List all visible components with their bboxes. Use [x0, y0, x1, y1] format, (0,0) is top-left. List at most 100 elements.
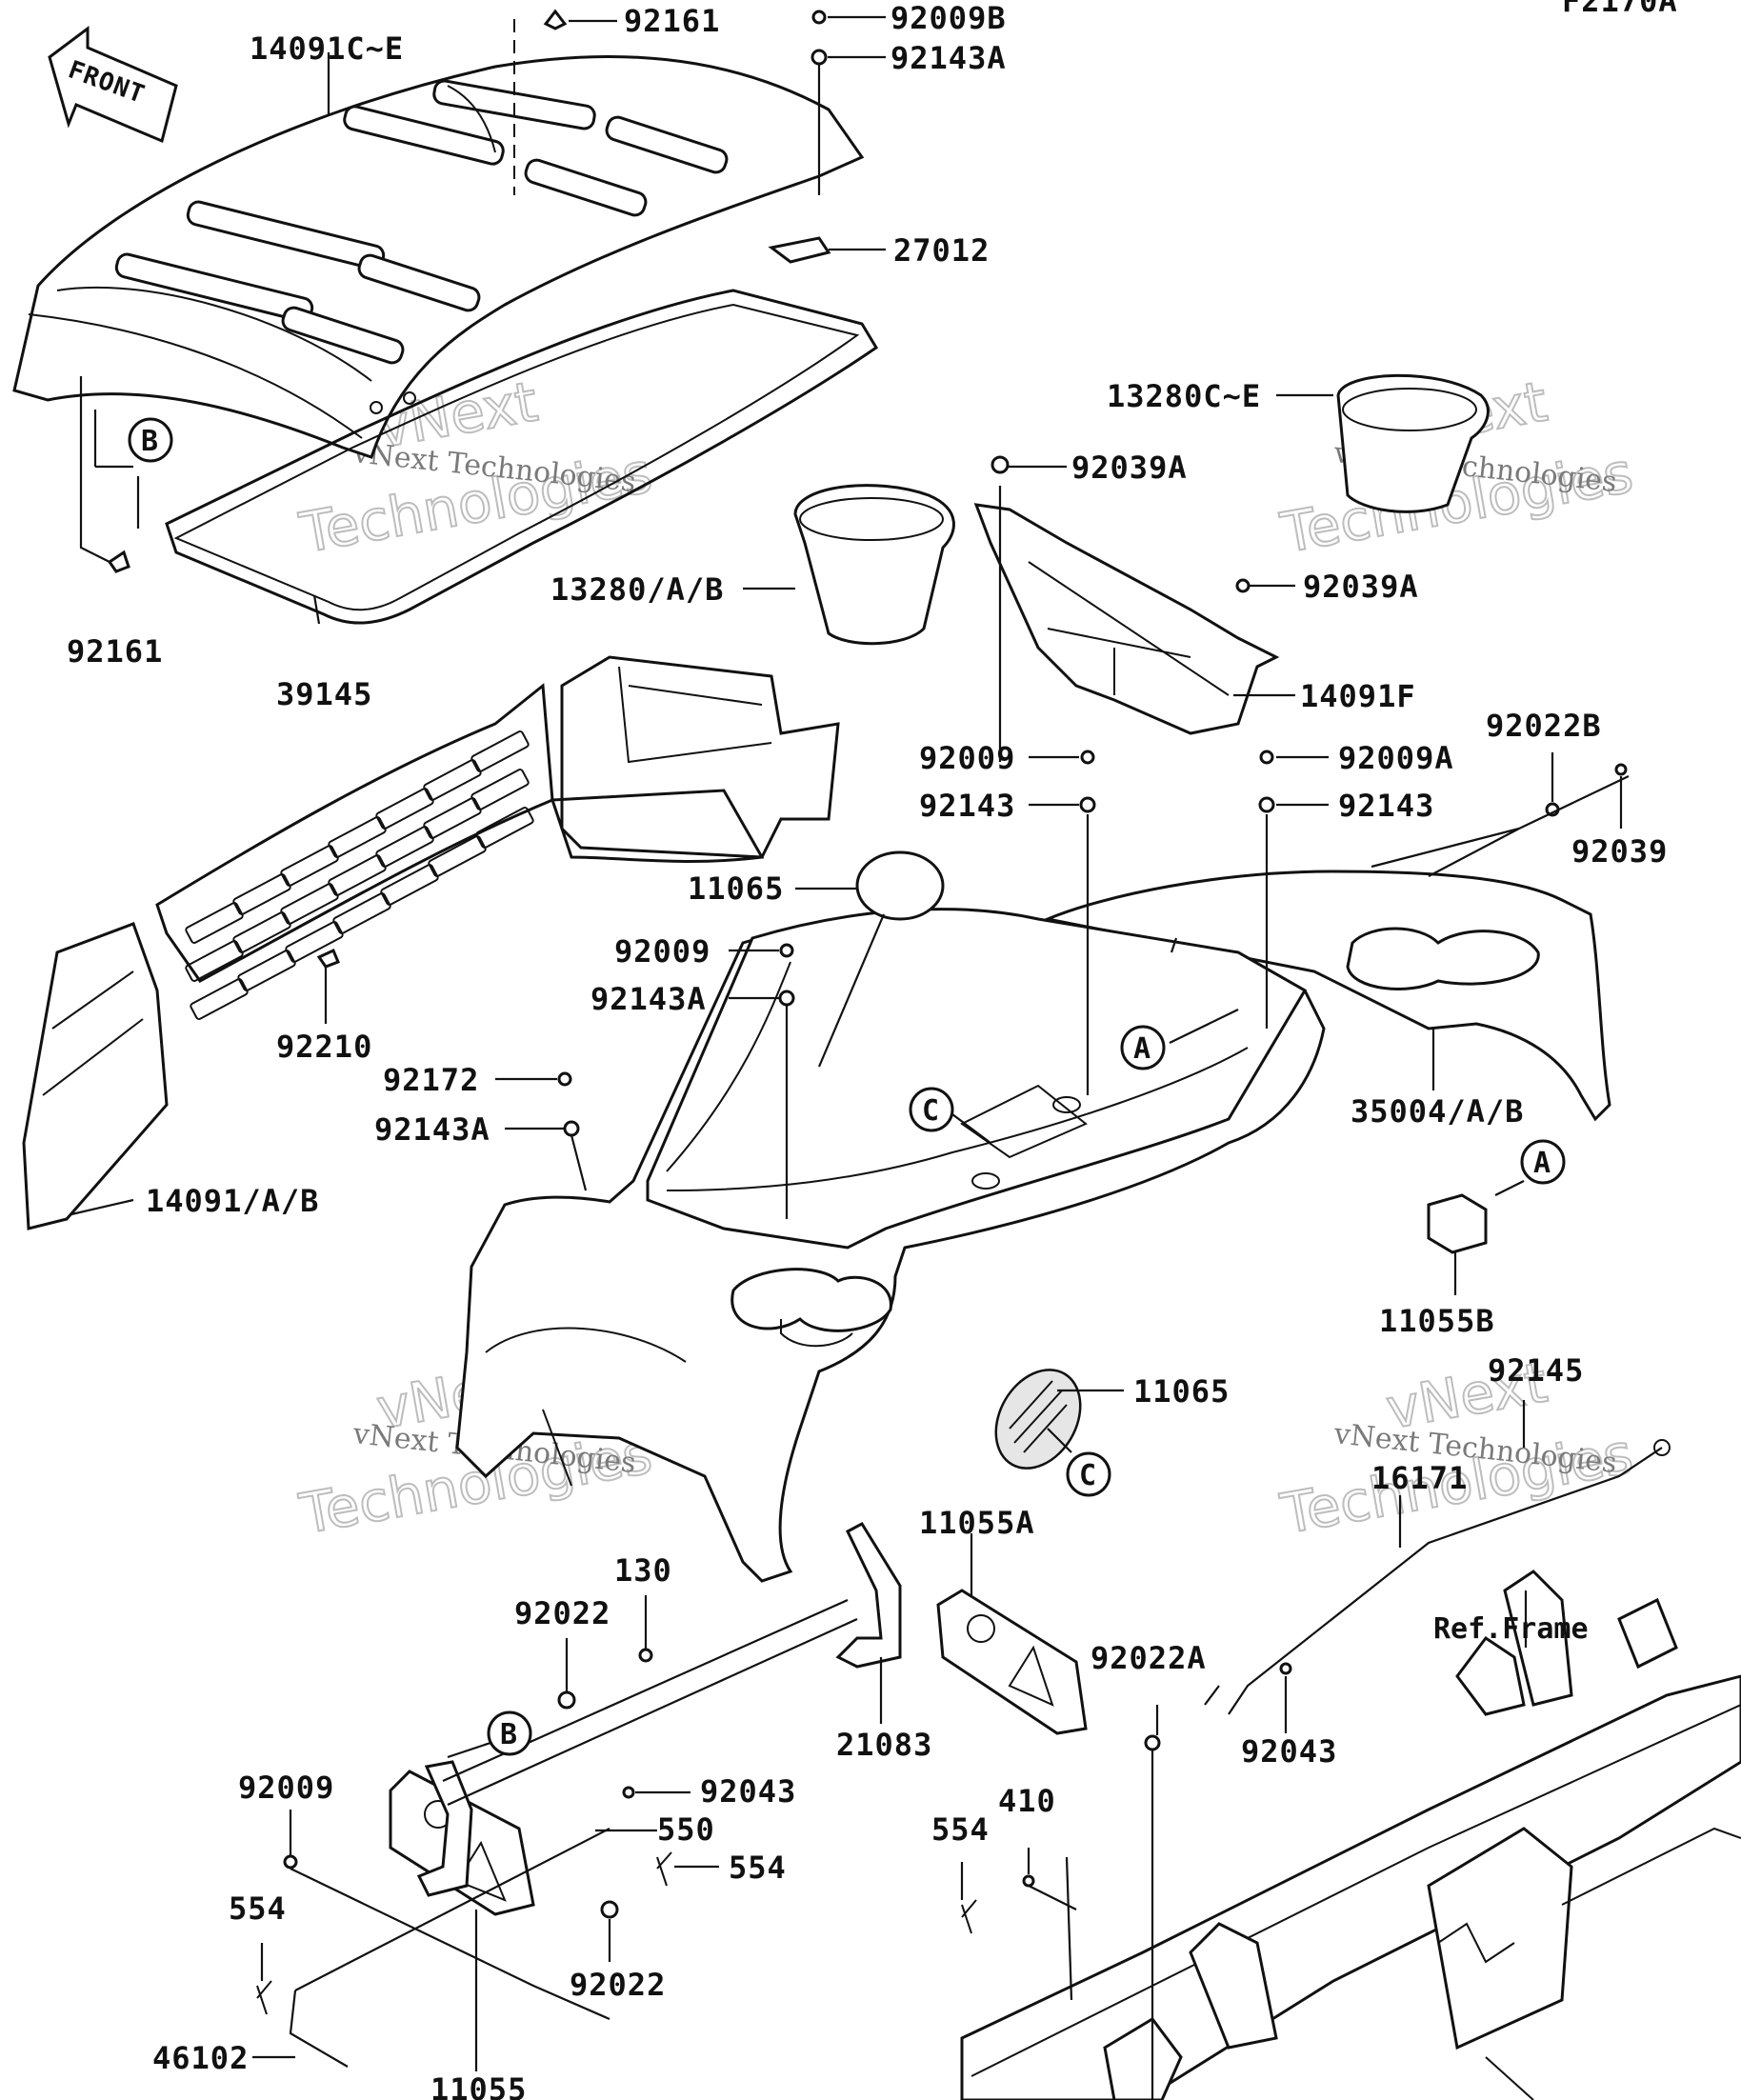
- label-130: 130: [614, 1552, 672, 1589]
- label-14091f: 14091F: [1300, 678, 1416, 714]
- label-92022b: 92022B: [1486, 708, 1602, 744]
- cotter-554-3-icon: [961, 1899, 977, 1934]
- front-panel-part: [22, 655, 840, 1230]
- label-92009b: 92009B: [891, 0, 1007, 36]
- label-46102: 46102: [152, 2040, 249, 2076]
- label-11055b: 11055B: [1379, 1303, 1495, 1339]
- label-ref-frame: Ref.Frame: [1433, 1612, 1589, 1646]
- svg-text:A: A: [1133, 1032, 1151, 1066]
- cotter-554-2-icon: [656, 1851, 672, 1887]
- label-92039a-1: 92039A: [1071, 450, 1188, 486]
- screw-130-icon: [638, 1648, 653, 1663]
- label-92022-1: 92022: [514, 1595, 610, 1631]
- label-14091c-e: 14091C~E: [250, 30, 404, 67]
- label-92145: 92145: [1488, 1352, 1584, 1389]
- figure-code: F2170A: [1562, 0, 1678, 19]
- marker-a-right: A: [1520, 1139, 1566, 1185]
- label-39145: 39145: [276, 676, 372, 712]
- screw-92009a-icon: [1259, 750, 1274, 765]
- label-92043-1: 92043: [1241, 1733, 1337, 1770]
- roof-part: [12, 19, 865, 459]
- screw-92039a-2-icon: [1235, 578, 1251, 593]
- label-11065-top: 11065: [688, 870, 784, 907]
- marker-a-upper: A: [1120, 1025, 1166, 1070]
- label-92210: 92210: [276, 1029, 372, 1065]
- washer-92022-1-icon: [557, 1690, 576, 1710]
- grille-louvers: [185, 730, 534, 1020]
- washer-92143-1-icon: [1079, 796, 1096, 813]
- screw-92039-icon: [1614, 763, 1628, 776]
- svg-text:B: B: [500, 1718, 517, 1751]
- pin-410-icon: [1022, 1874, 1035, 1888]
- marker-b-lower: B: [487, 1710, 532, 1756]
- label-92143-2: 92143: [1338, 788, 1434, 824]
- screw-92009-1-icon: [1080, 750, 1095, 765]
- label-92009-3: 92009: [238, 1770, 334, 1806]
- label-11055: 11055: [430, 2071, 527, 2100]
- pin-92043-1-icon: [1279, 1662, 1292, 1675]
- label-35004-a-b: 35004/A/B: [1351, 1093, 1524, 1130]
- screw-92009b-icon: [811, 10, 827, 25]
- label-554-1: 554: [229, 1890, 287, 1927]
- svg-text:A: A: [1533, 1147, 1551, 1180]
- label-92009-1: 92009: [919, 740, 1015, 776]
- marker-b-upper: B: [128, 417, 173, 463]
- cap-11065-mid: [994, 1369, 1082, 1470]
- screw-92172-icon: [557, 1071, 572, 1087]
- fasteners: [107, 9, 1628, 2015]
- label-21083: 21083: [836, 1727, 932, 1763]
- washer-92143-2-icon: [1258, 796, 1275, 813]
- label-554-3: 554: [931, 1811, 990, 1848]
- front-arrow-icon: FRONT: [48, 26, 178, 144]
- label-92022a: 92022A: [1091, 1640, 1207, 1676]
- clip-92210-icon: [316, 948, 340, 969]
- label-14091-a-b: 14091/A/B: [146, 1183, 319, 1219]
- leader-lines: [70, 15, 1630, 2100]
- marker-c-lower: C: [1066, 1451, 1111, 1497]
- part-labels: 92161 92009B 92143A 14091C~E 27012 13280…: [67, 0, 1667, 2100]
- label-11055a: 11055A: [919, 1505, 1035, 1541]
- clip-92161-left-icon: [107, 550, 130, 573]
- cap-11065-top: [855, 850, 945, 921]
- washer-92143a-mid-icon: [778, 990, 795, 1007]
- frame-part: [960, 1570, 1741, 2100]
- roof-seal-part: [165, 289, 879, 625]
- cotter-554-1-icon: [256, 1980, 272, 2015]
- label-92143a-low: 92143A: [374, 1111, 490, 1148]
- bracket-11055b-part: [1427, 1193, 1488, 1254]
- label-27012: 27012: [893, 232, 990, 269]
- label-92143-1: 92143: [919, 788, 1015, 824]
- screw-92009-2-icon: [779, 943, 794, 958]
- label-410: 410: [998, 1783, 1056, 1819]
- bracket-panel-part: [973, 503, 1280, 735]
- svg-text:B: B: [141, 425, 158, 458]
- label-92161-top: 92161: [624, 3, 720, 39]
- marker-c-upper: C: [909, 1087, 954, 1132]
- label-92161-left: 92161: [67, 633, 163, 670]
- label-92009-2: 92009: [614, 933, 710, 970]
- lower-assembly: [289, 1439, 1671, 2068]
- washer-92143a-low-icon: [563, 1120, 580, 1137]
- label-92009a: 92009A: [1338, 740, 1454, 776]
- svg-text:C: C: [922, 1094, 939, 1128]
- label-554-2: 554: [729, 1850, 787, 1886]
- washer-92022a-icon: [1144, 1734, 1161, 1751]
- label-92022-2: 92022: [570, 1967, 666, 2003]
- label-13280-a-b: 13280/A/B: [550, 571, 724, 608]
- label-550: 550: [657, 1811, 715, 1848]
- washer-92022-2-icon: [600, 1900, 619, 1919]
- svg-text:C: C: [1079, 1459, 1096, 1492]
- bracket-27012-icon: [768, 236, 831, 264]
- label-92039a-2: 92039A: [1303, 569, 1419, 605]
- label-92143a-mid: 92143A: [590, 981, 707, 1017]
- label-92043-2: 92043: [700, 1773, 796, 1810]
- label-92143a-top: 92143A: [891, 40, 1007, 76]
- pin-92043-2-icon: [622, 1786, 635, 1799]
- washer-92143a-top-icon: [810, 49, 828, 66]
- screw-92009-3-icon: [283, 1854, 298, 1870]
- label-13280c-e: 13280C~E: [1107, 378, 1261, 414]
- clip-92161-top-icon: [543, 9, 568, 30]
- body-fender-part: [455, 908, 1326, 1583]
- rear-fender-part: [1042, 870, 1611, 1122]
